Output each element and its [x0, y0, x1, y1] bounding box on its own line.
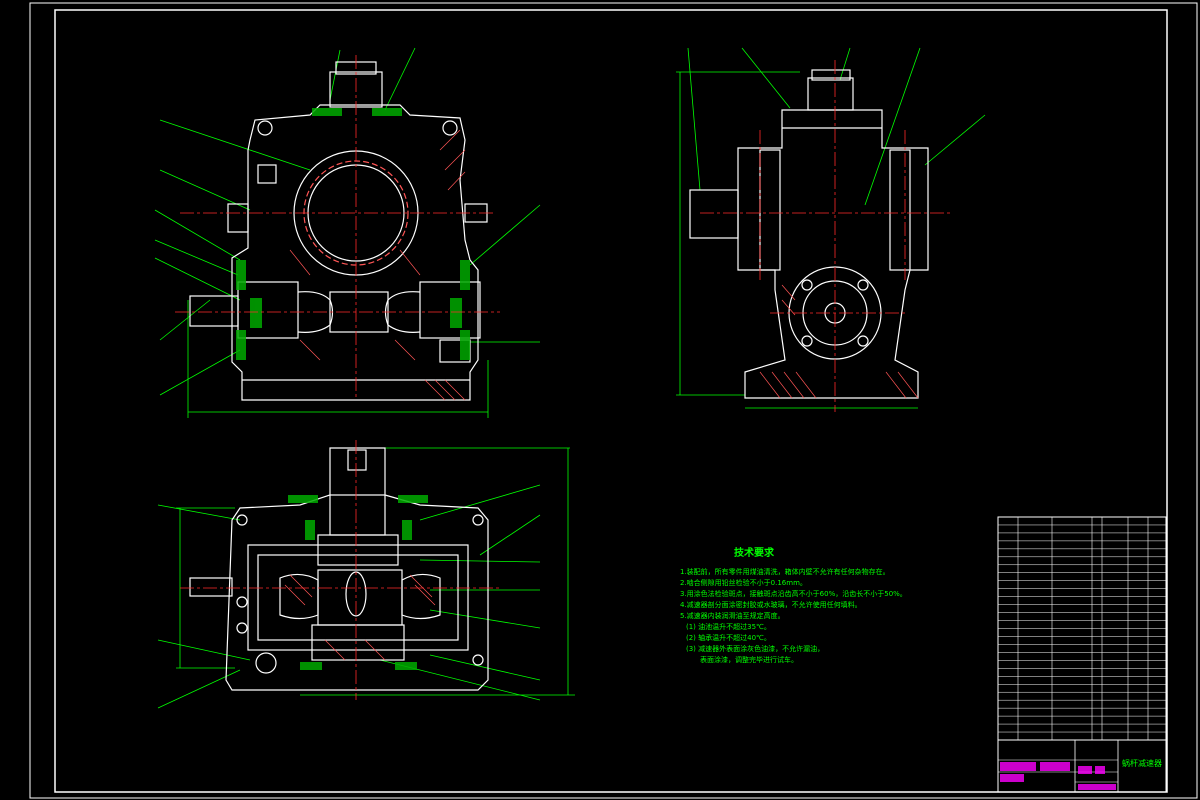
title-block: 蜗杆减速器: [997, 739, 1167, 793]
tech-req-line-8: (3) 减速器外表面涂灰色油漆，不允许漏油，: [686, 644, 824, 653]
inner-frame: [54, 9, 1168, 793]
technical-requirements: 技术要求 1.装配前，所有零件用煤油清洗，箱体内壁不允许有任何杂物存在。 2.啮…: [680, 546, 907, 664]
tech-req-line-3: 3.用涂色法检验斑点，接触斑点沿齿高不小于60%，沿齿长不小于50%。: [680, 589, 907, 598]
side-view: [676, 47, 986, 412]
tech-req-line-7: (2) 轴承温升不超过40℃。: [686, 633, 771, 642]
drawing-title: 蜗杆减速器: [1122, 758, 1162, 768]
top-section-view: [157, 440, 575, 709]
tech-req-line-5: 5.减速器内装润滑油至规定高度。: [680, 611, 785, 620]
tech-req-line-9: 表面涂漆，调整完毕进行试车。: [700, 655, 798, 664]
outer-frame: [29, 2, 1198, 799]
front-section-view: [154, 47, 541, 418]
tech-requirements-title: 技术要求: [734, 546, 775, 559]
tech-req-line-6: (1) 油池温升不超过35℃。: [686, 622, 771, 631]
tech-req-line-4: 4.减速器剖分面涂密封胶或水玻璃，不允许使用任何填料。: [680, 600, 862, 609]
tech-req-line-1: 1.装配前，所有零件用煤油清洗，箱体内壁不允许有任何杂物存在。: [680, 567, 890, 576]
tech-req-line-2: 2.啮合侧隙用铅丝检验不小于0.16mm。: [680, 578, 807, 587]
